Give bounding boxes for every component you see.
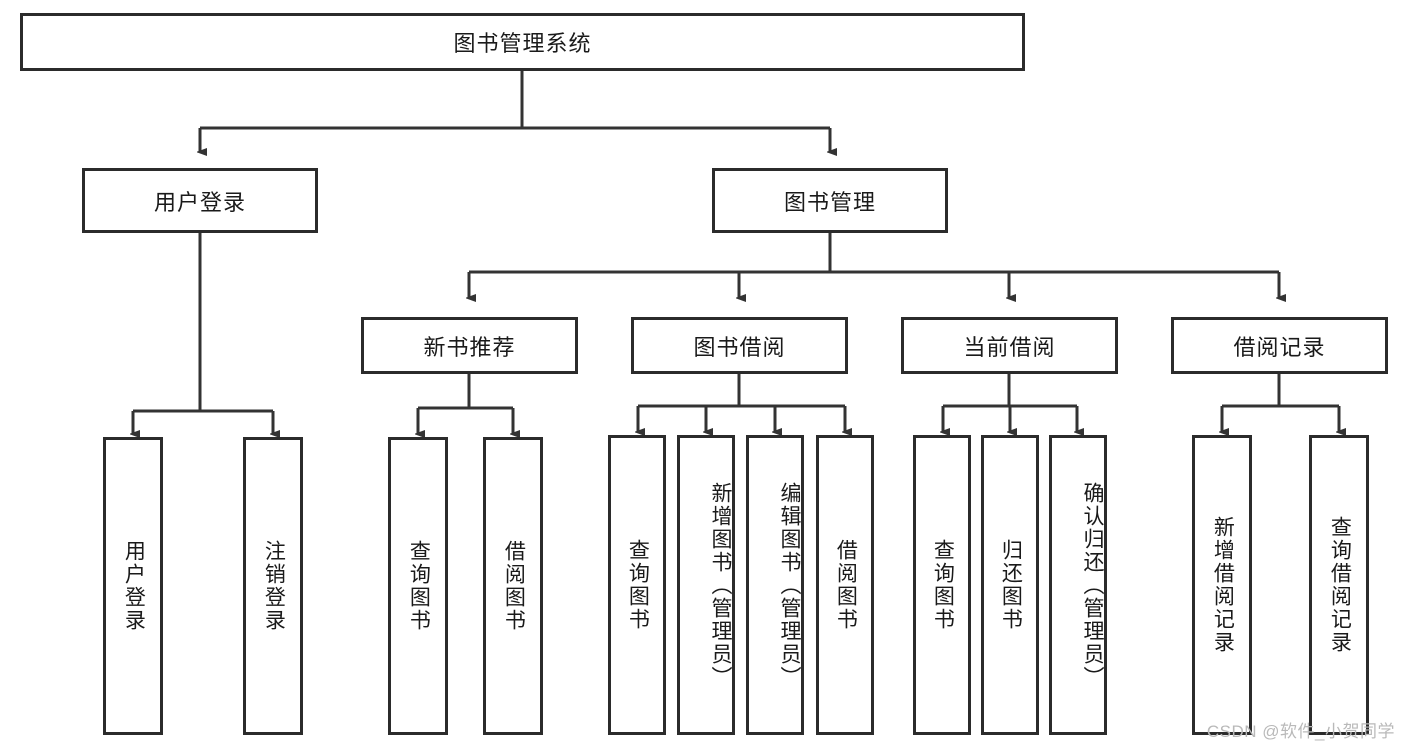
node-book-borrow[interactable]: 图书借阅 [631, 317, 848, 374]
node-leaf-user-login[interactable]: 用户登录 [103, 437, 163, 735]
node-root[interactable]: 图书管理系统 [20, 13, 1025, 71]
node-book-manage-label: 图书管理 [783, 189, 876, 215]
node-leaf-edit-book[interactable]: 编辑图书（管理员） [746, 435, 804, 735]
node-leaf-query-book-1-label: 查询图书 [407, 540, 431, 632]
node-current-borrow-label: 当前借阅 [963, 334, 1056, 360]
node-leaf-edit-book-label: 编辑图书（管理员） [778, 481, 801, 689]
node-leaf-borrow-book-1[interactable]: 借阅图书 [483, 437, 543, 735]
node-leaf-borrow-book-2-label: 借阅图书 [834, 539, 858, 631]
node-leaf-query-book-2-label: 查询图书 [626, 539, 650, 631]
node-leaf-borrow-book-2[interactable]: 借阅图书 [816, 435, 874, 735]
node-leaf-add-book-label: 新增图书（管理员） [709, 481, 732, 689]
node-leaf-add-record-label: 新增借阅记录 [1211, 516, 1235, 654]
node-current-borrow[interactable]: 当前借阅 [901, 317, 1118, 374]
node-leaf-return-book-label: 归还图书 [999, 539, 1023, 631]
node-leaf-confirm-return-label: 确认归还（管理员） [1081, 481, 1104, 689]
node-user-login[interactable]: 用户登录 [82, 168, 318, 233]
node-new-book-rec[interactable]: 新书推荐 [361, 317, 578, 374]
node-leaf-confirm-return[interactable]: 确认归还（管理员） [1049, 435, 1107, 735]
node-leaf-query-book-2[interactable]: 查询图书 [608, 435, 666, 735]
watermark-text: CSDN @软件_小贺同学 [1206, 722, 1395, 741]
node-leaf-add-record[interactable]: 新增借阅记录 [1192, 435, 1252, 735]
node-leaf-query-record-label: 查询借阅记录 [1328, 516, 1352, 654]
node-leaf-return-book[interactable]: 归还图书 [981, 435, 1039, 735]
node-leaf-borrow-book-1-label: 借阅图书 [502, 540, 526, 632]
node-leaf-query-record[interactable]: 查询借阅记录 [1309, 435, 1369, 735]
node-borrow-record-label: 借阅记录 [1233, 334, 1326, 360]
node-leaf-query-book-3-label: 查询图书 [931, 539, 955, 631]
node-book-manage[interactable]: 图书管理 [712, 168, 948, 233]
node-root-label: 图书管理系统 [453, 31, 592, 56]
node-leaf-add-book[interactable]: 新增图书（管理员） [677, 435, 735, 735]
node-leaf-user-login-label: 用户登录 [122, 540, 146, 632]
node-leaf-query-book-3[interactable]: 查询图书 [913, 435, 971, 735]
node-new-book-rec-label: 新书推荐 [423, 334, 516, 360]
node-leaf-query-book-1[interactable]: 查询图书 [388, 437, 448, 735]
node-leaf-logout-label: 注销登录 [262, 540, 286, 632]
node-borrow-record[interactable]: 借阅记录 [1171, 317, 1388, 374]
node-user-login-label: 用户登录 [153, 189, 246, 215]
node-book-borrow-label: 图书借阅 [693, 334, 786, 360]
node-leaf-logout[interactable]: 注销登录 [243, 437, 303, 735]
